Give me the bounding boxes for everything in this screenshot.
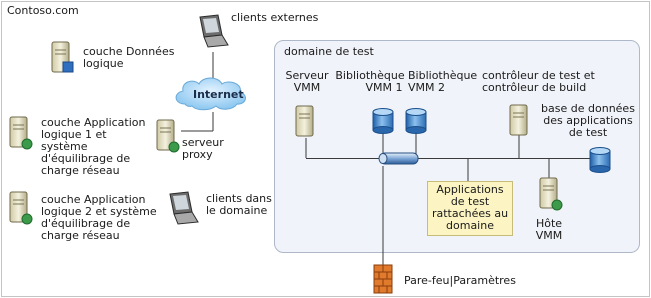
server-icon <box>51 41 74 73</box>
server-icon <box>9 116 33 150</box>
server-icon <box>295 105 314 137</box>
internet-label: Internet <box>193 88 244 101</box>
app-layer-1-label: couche Application logique 1 et système … <box>41 116 146 177</box>
server-icon <box>9 191 33 225</box>
domain-clients-label: clients dans le domaine <box>206 192 272 217</box>
network-hub-icon <box>378 152 419 165</box>
controllers-label: contrôleur de test et contrôleur de buil… <box>482 69 595 94</box>
firewall-icon <box>373 264 393 294</box>
server-icon <box>509 104 528 136</box>
vmm-server-label: Serveur VMM <box>285 69 329 94</box>
domain-box-label: domaine de test <box>284 45 374 58</box>
test-database-label: base de données des applications de test <box>541 102 635 139</box>
internet-cloud-icon <box>175 77 246 111</box>
server-icon <box>156 119 180 153</box>
diagram-title: Contoso.com <box>7 4 79 17</box>
laptop-icon <box>169 191 199 225</box>
app-layer-2-label: couche Application logique 2 et système … <box>41 193 157 242</box>
firewall-label: Pare-feu|Paramètres <box>404 274 516 287</box>
attached-apps-note: Applications de test rattachées au domai… <box>427 181 513 236</box>
external-clients-label: clients externes <box>231 11 319 24</box>
database-icon <box>372 108 394 134</box>
server-icon <box>539 177 563 211</box>
database-icon <box>589 147 611 173</box>
database-icon <box>405 108 427 134</box>
proxy-server-label: serveur proxy <box>182 136 224 161</box>
vmm-library-2-label: Bibliothèque VMM 2 <box>408 69 478 94</box>
data-layer-label: couche Données logique <box>83 45 175 70</box>
laptop-icon <box>199 14 229 48</box>
vmm-host-label: Hôte VMM <box>535 217 563 242</box>
vmm-library-1-label: Bibliothèque VMM 1 <box>335 69 405 94</box>
